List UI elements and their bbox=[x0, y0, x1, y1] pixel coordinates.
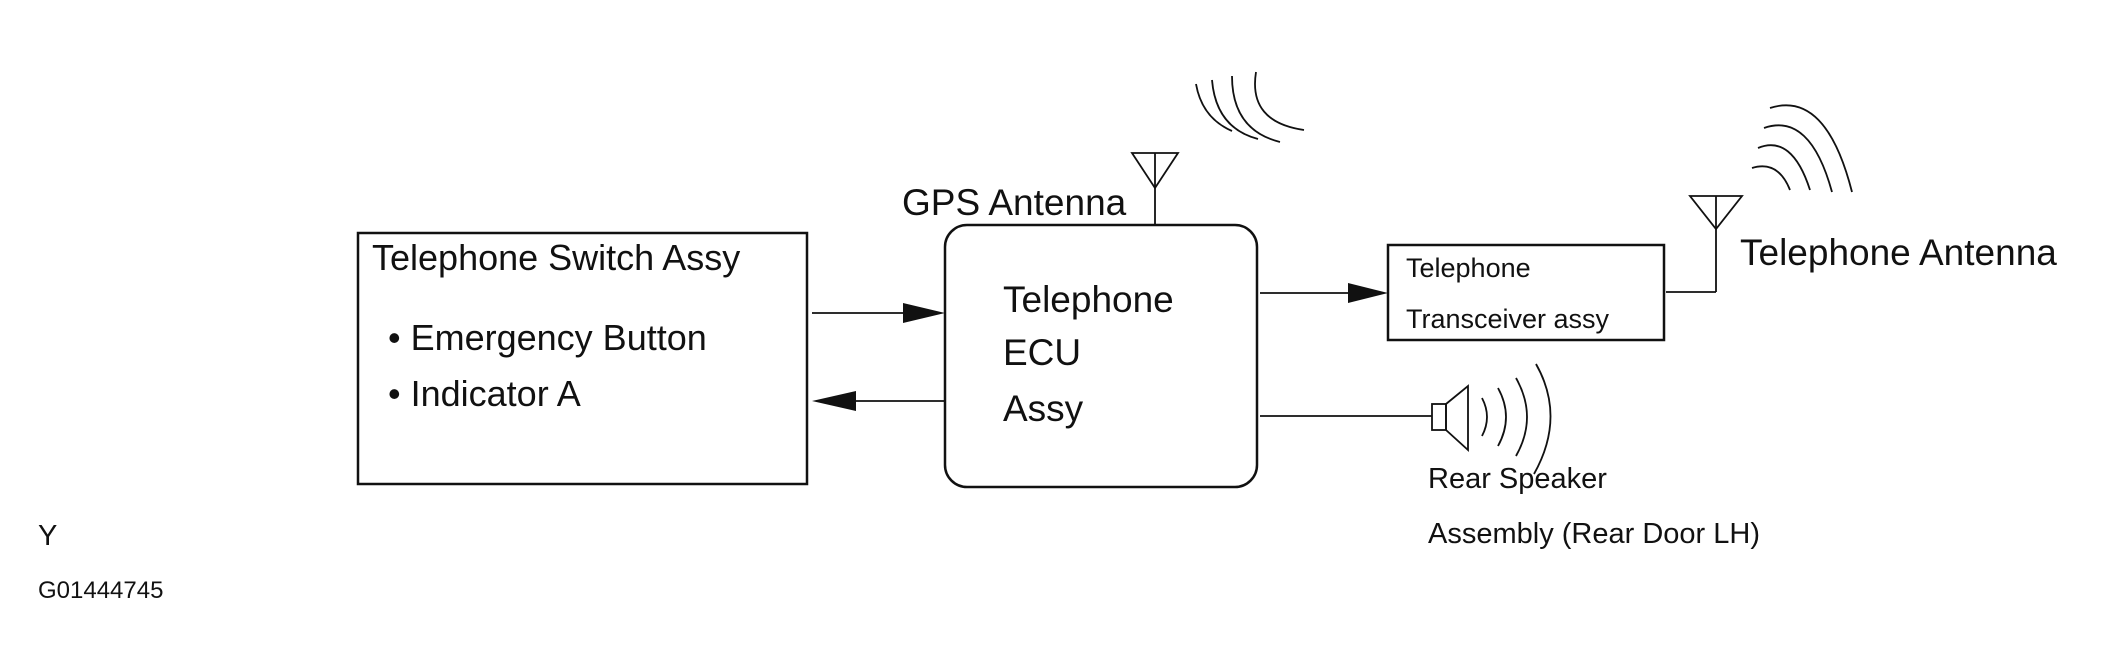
rear-speaker-assembly: Rear Speaker Assembly (Rear Door LH) bbox=[1260, 363, 1760, 550]
signal-arrow-to-ecu bbox=[812, 303, 945, 323]
ecu-label-line-2: ECU bbox=[1003, 332, 1081, 373]
signal-arrow-to-switch-assy bbox=[812, 391, 945, 411]
gps-signal-waves-icon bbox=[1195, 71, 1305, 143]
telephone-ecu-assy-block: Telephone ECU Assy bbox=[943, 223, 1259, 489]
telephone-signal-waves-icon bbox=[1751, 104, 1853, 193]
telephone-antenna: Telephone Antenna bbox=[1666, 104, 2057, 293]
switch-assy-item-indicator-a: • Indicator A bbox=[388, 373, 581, 414]
signal-arrow-to-transceiver bbox=[1260, 283, 1388, 303]
switch-assy-item-emergency-button: • Emergency Button bbox=[388, 317, 707, 358]
telephone-switch-assy-block: Telephone Switch Assy • Emergency Button… bbox=[356, 231, 809, 486]
rear-speaker-label-line-1: Rear Speaker bbox=[1428, 463, 1607, 495]
gps-antenna: GPS Antenna bbox=[902, 71, 1305, 225]
transceiver-label-line-1: Telephone bbox=[1406, 253, 1531, 283]
telephone-antenna-label: Telephone Antenna bbox=[1740, 232, 2057, 273]
speaker-icon bbox=[1431, 363, 1552, 475]
telephone-transceiver-assy-block: Telephone Transceiver assy bbox=[1386, 243, 1666, 342]
rear-speaker-label-line-2: Assembly (Rear Door LH) bbox=[1428, 518, 1760, 550]
switch-assy-title: Telephone Switch Assy bbox=[372, 237, 740, 278]
corner-letter: Y bbox=[38, 520, 57, 552]
ecu-label-line-3: Assy bbox=[1003, 388, 1084, 429]
gps-antenna-label: GPS Antenna bbox=[902, 182, 1127, 223]
transceiver-label-line-2: Transceiver assy bbox=[1406, 304, 1610, 334]
figure-code: G01444745 bbox=[38, 577, 163, 604]
ecu-label-line-1: Telephone bbox=[1003, 279, 1174, 320]
